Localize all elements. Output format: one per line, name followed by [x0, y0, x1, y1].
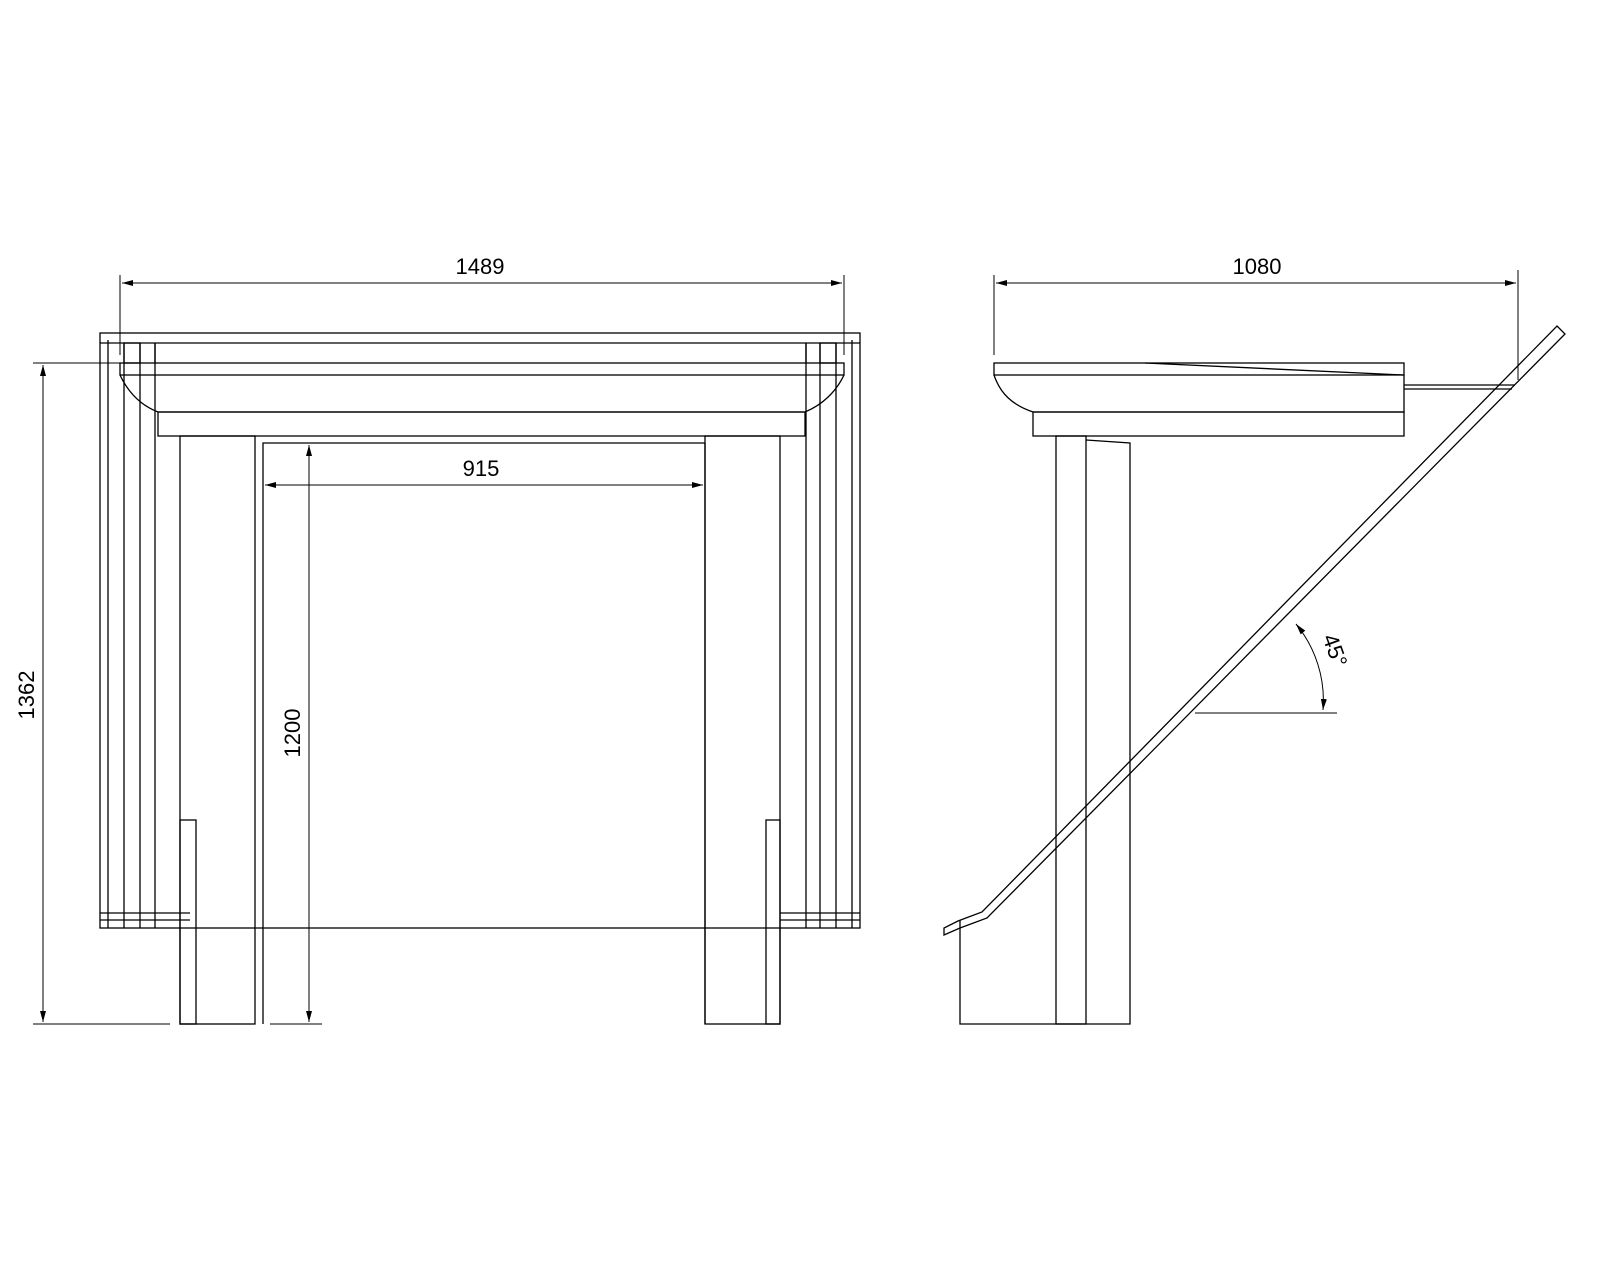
- right-slats: [780, 340, 860, 928]
- left-plinth: [179, 819, 197, 1025]
- dim-overall-width: 1489: [119, 254, 845, 355]
- label-1080: 1080: [1233, 254, 1282, 279]
- side-leg-front: [1055, 435, 1087, 1025]
- frieze: [157, 411, 806, 437]
- right-leg: [704, 435, 781, 1025]
- side-cornice: [993, 374, 1405, 413]
- front-view: 1489 1362 915 1200: [14, 254, 861, 1025]
- label-45-degrees: 45°: [1318, 631, 1353, 671]
- back-panel: [99, 332, 861, 929]
- label-1200: 1200: [280, 709, 305, 758]
- side-view: 1080 45°: [943, 254, 1566, 1025]
- opening-frame: [262, 442, 705, 1024]
- mantel-shelf: [119, 362, 845, 376]
- dim-opening-height: 1200: [270, 445, 322, 1025]
- slope-board: [943, 325, 1566, 936]
- label-1489: 1489: [456, 254, 505, 279]
- side-frieze: [1032, 411, 1405, 437]
- side-base: [959, 920, 1086, 1025]
- side-shelf: [993, 362, 1405, 376]
- dim-overall-depth: 1080: [993, 254, 1519, 380]
- side-leg-back: [1085, 439, 1131, 1025]
- dim-overall-height: 1362: [14, 362, 170, 1025]
- left-leg: [179, 435, 256, 1025]
- left-slats: [100, 340, 190, 928]
- dim-angle: 45°: [1195, 623, 1353, 714]
- right-plinth: [765, 819, 781, 1025]
- mantel-cornice: [119, 374, 845, 413]
- label-1362: 1362: [14, 671, 39, 720]
- label-915: 915: [463, 456, 500, 481]
- dim-opening-width: 915: [265, 456, 703, 488]
